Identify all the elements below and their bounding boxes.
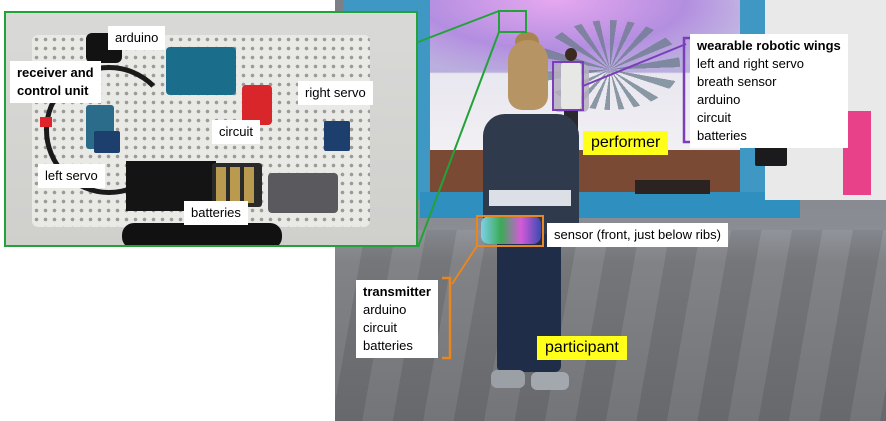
- wearable-item: circuit: [697, 110, 731, 125]
- foil-wrap: [268, 173, 338, 213]
- performer-label: performer: [583, 131, 669, 155]
- arduino-board: [166, 47, 236, 95]
- arduino-label: arduino: [108, 26, 166, 50]
- cable-loop: [44, 65, 174, 195]
- left-servo-label: left servo: [38, 164, 105, 188]
- circuit-label: circuit: [212, 120, 260, 144]
- battery-cells: [216, 167, 258, 203]
- wearable-item: arduino: [697, 92, 741, 107]
- left-servo-motor: [94, 131, 120, 153]
- wearable-item: breath sensor: [697, 74, 777, 89]
- receiver-label-line1: receiver and: [17, 65, 94, 80]
- transmitter-item: arduino: [363, 302, 407, 317]
- wearable-wings-list: wearable robotic wings left and right se…: [690, 34, 848, 148]
- circuit-block: [242, 85, 272, 125]
- stage-bench: [635, 180, 710, 194]
- receiver-label-line2: control unit: [17, 83, 89, 98]
- right-servo-label: right servo: [298, 81, 373, 105]
- transmitter-item: batteries: [363, 338, 413, 353]
- receiver-label: receiver and control unit: [10, 61, 101, 103]
- red-tag: [40, 117, 52, 127]
- wearable-item: batteries: [697, 128, 747, 143]
- transmitter-item: circuit: [363, 320, 397, 335]
- transmitter-list: transmitter arduino circuit batteries: [356, 280, 438, 358]
- sensor-label: sensor (front, just below ribs): [547, 223, 728, 247]
- wearable-item: left and right servo: [697, 56, 804, 71]
- batteries-label: batteries: [184, 201, 248, 225]
- transmitter-title: transmitter: [363, 284, 431, 299]
- participant-label: participant: [537, 336, 627, 360]
- cylinder-battery: [122, 223, 282, 245]
- right-servo-motor: [324, 121, 350, 151]
- wearable-wings-title: wearable robotic wings: [697, 38, 841, 53]
- transmitter-pack: [481, 216, 541, 244]
